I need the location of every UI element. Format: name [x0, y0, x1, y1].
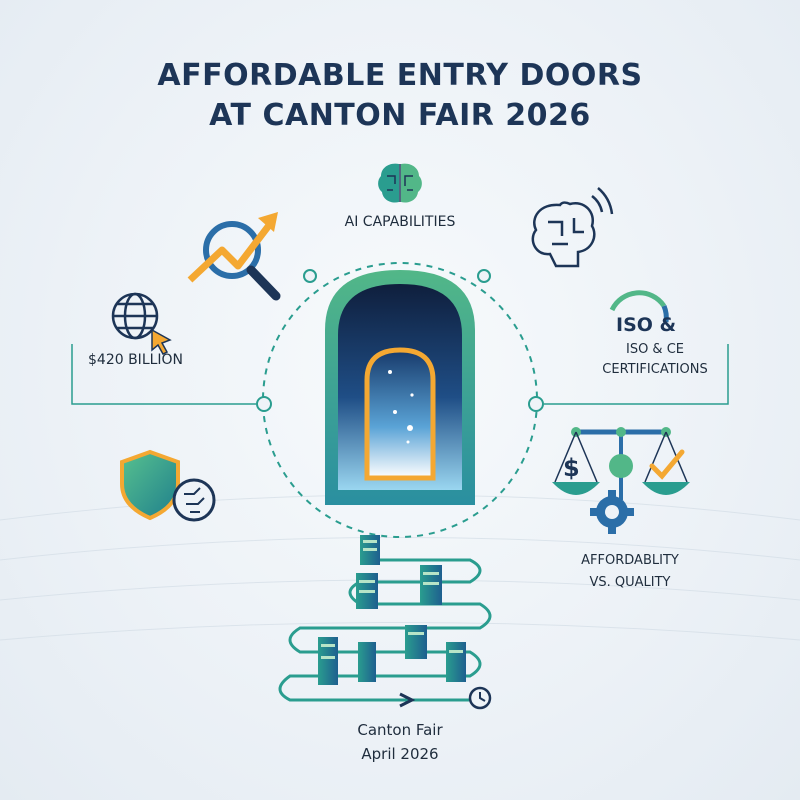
- iso-badge-text: ISO &: [616, 314, 677, 336]
- ai-capabilities-label: AI CAPABILITIES: [344, 214, 456, 230]
- title-line-1: AFFORDABLE ENTRY DOORS: [157, 58, 643, 93]
- event-label: Canton Fair April 2026: [300, 718, 500, 766]
- title-line-2: AT CANTON FAIR 2026: [209, 98, 591, 133]
- page-title: AFFORDABLE ENTRY DOORS AT CANTON FAIR 20…: [0, 56, 800, 136]
- event-line-2: April 2026: [361, 745, 439, 763]
- clock-icon: [468, 686, 492, 710]
- connector-nodes: [256, 269, 544, 412]
- left-bracket-line: [71, 344, 256, 405]
- background-arena: [0, 494, 800, 641]
- certification-badge-icon: [609, 290, 669, 323]
- right-bracket-line: [544, 344, 729, 405]
- afford-line-2: VS. QUALITY: [589, 575, 671, 590]
- affordability-label: AFFORDABLITY VS. QUALITY: [560, 550, 700, 594]
- check-icon: [649, 449, 685, 480]
- timeline-path: [278, 558, 492, 708]
- shield-chip-icon: [120, 449, 216, 522]
- balance-scale-icon: $: [552, 427, 690, 500]
- dollar-icon: $: [563, 454, 580, 482]
- arched-door-icon: [325, 270, 475, 505]
- globe-cursor-icon: [111, 292, 172, 355]
- gear-icon: [590, 490, 634, 534]
- afford-line-1: AFFORDABLITY: [581, 553, 679, 568]
- cert-line-2: CERTIFICATIONS: [602, 362, 708, 377]
- brain-circuit-icon: [378, 163, 422, 203]
- trend-magnifier-icon: [187, 212, 281, 301]
- ai-brain-wifi-icon: [531, 187, 614, 268]
- certifications-label: ISO & CE CERTIFICATIONS: [580, 340, 730, 380]
- server-rack-icon: [318, 535, 466, 685]
- cert-line-1: ISO & CE: [625, 342, 684, 357]
- event-line-1: Canton Fair: [357, 721, 443, 739]
- market-size-label: $420 BILLION: [88, 352, 184, 368]
